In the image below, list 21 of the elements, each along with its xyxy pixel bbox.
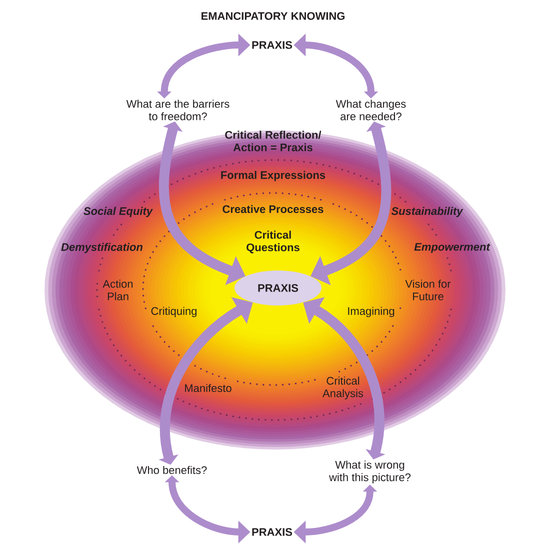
question-text: What changes are needed? <box>336 100 406 120</box>
question-text: What is wrong with this picture? <box>329 460 411 484</box>
ring-label: Vision for Future <box>405 280 451 300</box>
diagram-title: EMANCIPATORY KNOWING <box>202 12 345 20</box>
praxis-label: PRAXIS <box>252 41 292 49</box>
question-text: What are the barriers to freedom? <box>126 100 230 120</box>
ring-label: Critical Analysis <box>322 376 364 400</box>
ring-label: Critical Reflection/ Action = Praxis <box>225 130 322 152</box>
ring-label: Social Equity <box>84 206 153 218</box>
praxis-label: PRAXIS <box>252 528 292 536</box>
ring-label: Creative Processes <box>222 204 324 214</box>
ring-label: Manifesto <box>185 384 232 392</box>
question-text: Who benefits? <box>136 466 207 474</box>
ring-label: Formal Expressions <box>221 170 326 182</box>
ring-label: Critiquing <box>151 306 197 318</box>
ring-label: Imagining <box>348 306 394 318</box>
ring-label: Empowerment <box>414 243 490 253</box>
ring-label: Demystification <box>61 242 142 254</box>
ring-label: Sustainability <box>391 206 464 218</box>
ring-label: Action Plan <box>102 280 133 300</box>
ring-label: Critical Questions <box>246 230 300 254</box>
